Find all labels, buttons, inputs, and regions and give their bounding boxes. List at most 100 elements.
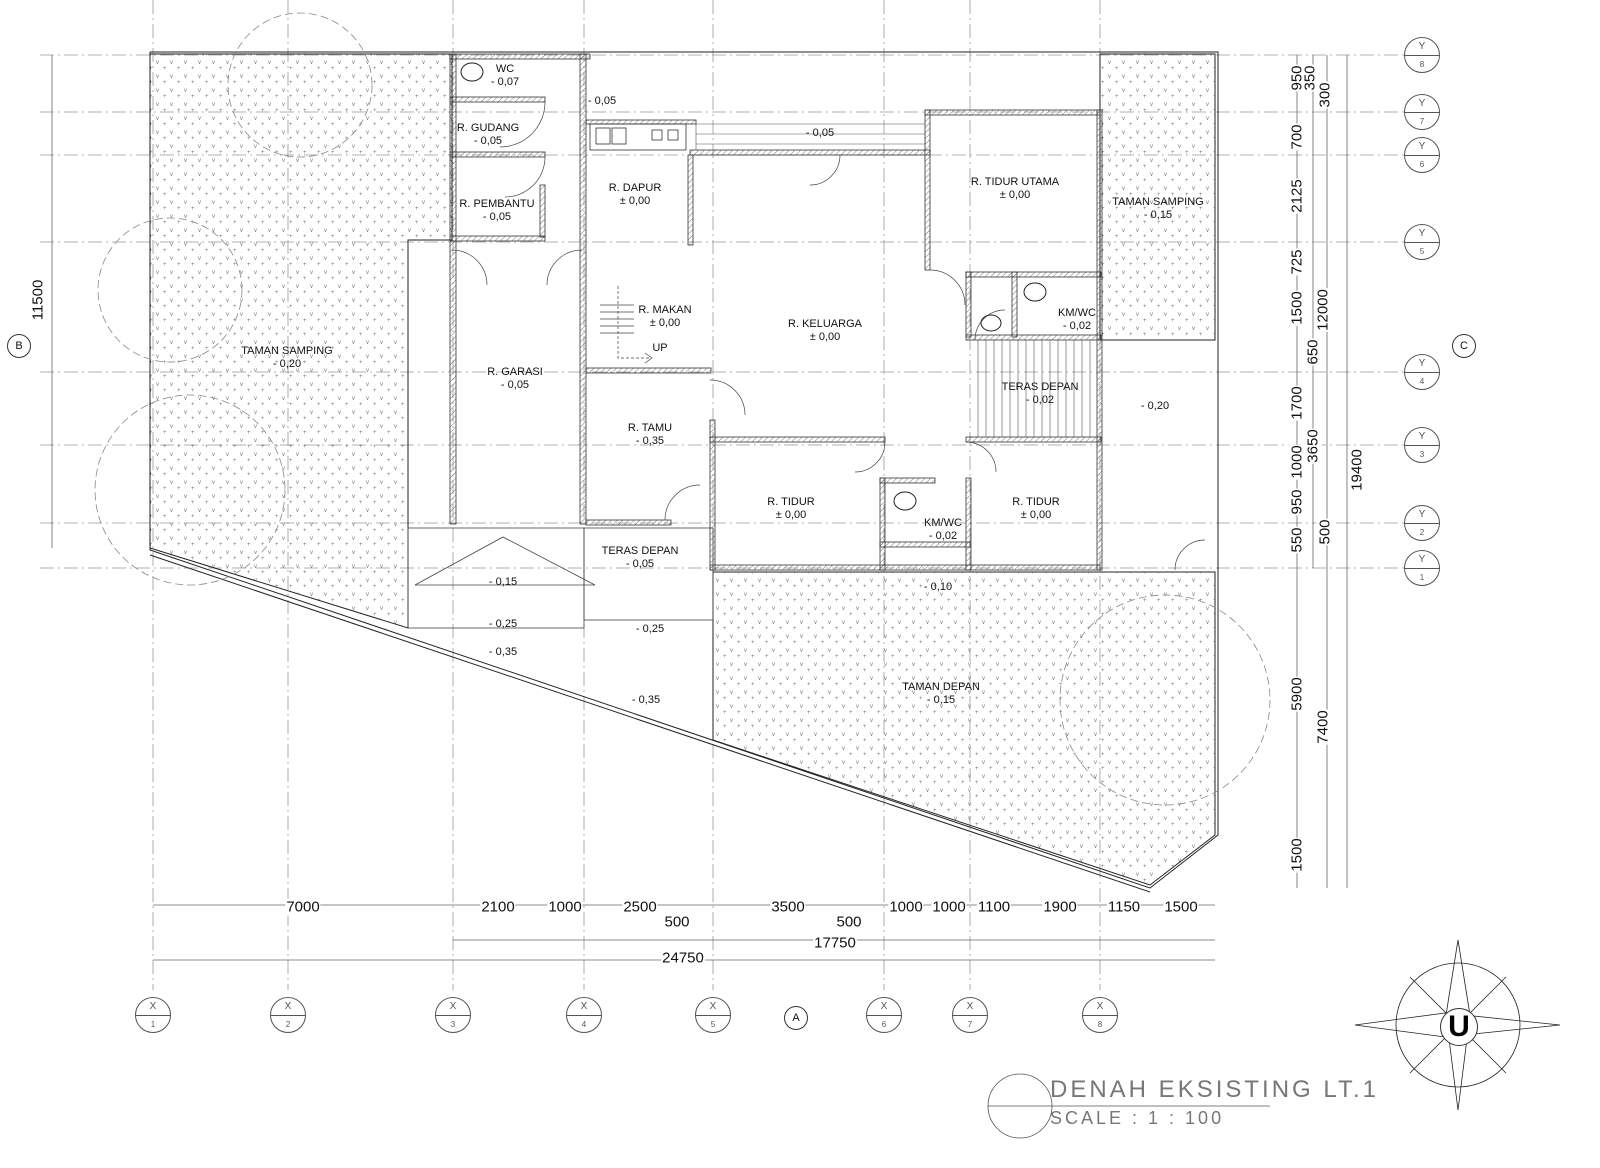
dimension-bottom: 1500 (1163, 898, 1199, 916)
grid-divider (1083, 1015, 1117, 1016)
dimension-right: 1700 (1288, 385, 1306, 421)
room-label-garasi: R. GARASI- 0,05 (487, 366, 543, 392)
grid-divider (1405, 155, 1439, 156)
room-name: R. TIDUR (767, 496, 815, 508)
room-name: R. DAPUR (608, 182, 662, 194)
room-label-pembantu: R. PEMBANTU- 0,05 (459, 198, 534, 224)
grid-number: 2 (1419, 528, 1425, 537)
level-annotation: - 0,05 (805, 127, 835, 139)
dimension-right: 1500 (1288, 837, 1306, 873)
room-level: - 0,05 (473, 135, 503, 147)
level-annotation: - 0,35 (488, 646, 518, 658)
grid-axis: Y (1418, 358, 1426, 369)
grid-divider (696, 1015, 730, 1016)
dimension-right: 700 (1288, 123, 1306, 151)
grid-number: 6 (1419, 160, 1425, 169)
section-mark-a: A (784, 1006, 808, 1030)
grid-axis: Y (1418, 509, 1426, 520)
trees (94, 12, 1271, 806)
room-level: - 0,05 (500, 379, 530, 391)
grid-number: 8 (1097, 1020, 1103, 1029)
front-terrace-stripes (977, 340, 1091, 437)
north-compass-icon: U (1440, 1008, 1478, 1046)
grid-divider (867, 1015, 901, 1016)
room-label-keluarga: R. KELUARGA± 0,00 (788, 318, 862, 344)
room-label-teras-depan-kiri: TERAS DEPAN- 0,05 (602, 545, 679, 571)
room-label-dapur: R. DAPUR± 0,00 (609, 182, 662, 208)
title-symbol (987, 1073, 1270, 1139)
dimension-24750: 24750 (661, 949, 705, 967)
grid-number: 5 (710, 1020, 716, 1029)
dimension-right: 1500 (1288, 290, 1306, 326)
site-boundary (149, 51, 1219, 893)
room-level: ± 0,00 (809, 331, 841, 343)
room-label-tidur-1: R. TIDUR± 0,00 (767, 496, 814, 522)
dimension-bottom: 2100 (480, 898, 516, 916)
grid-divider (1405, 55, 1439, 56)
room-name: R. GUDANG (456, 122, 520, 134)
grid-axis: X (709, 1001, 717, 1012)
room-name: R. TAMU (627, 422, 673, 434)
stair-up-label: UP (652, 342, 668, 354)
dimension-bottom: 1900 (1042, 898, 1078, 916)
section-mark-b: B (7, 334, 31, 358)
carport-outline (407, 527, 714, 629)
room-level: - 0,02 (1062, 320, 1092, 332)
stairs (600, 286, 653, 364)
room-name: R. KELUARGA (788, 318, 862, 330)
dimension-right: 1000 (1288, 444, 1306, 480)
grid-number: 7 (1419, 117, 1425, 126)
grid-divider (1405, 523, 1439, 524)
room-label-makan: R. MAKAN± 0,00 (638, 304, 691, 330)
room-name: TERAS DEPAN (601, 545, 679, 557)
dimension-right: 950 (1288, 488, 1306, 516)
room-label-tidur-utama: R. TIDUR UTAMA± 0,00 (971, 176, 1059, 202)
dimension-bottom: 1000 (547, 898, 583, 916)
dimension-right-overall: 7400 (1314, 709, 1332, 745)
grid-divider (271, 1015, 305, 1016)
room-level: ± 0,00 (1020, 509, 1052, 521)
dimension-bottom-offset: 500 (835, 913, 863, 931)
section-mark-c: C (1452, 334, 1476, 358)
grid-axis: Y (1418, 41, 1426, 52)
room-label-kmwc-bawah: KM/WC- 0,02 (924, 517, 962, 543)
room-level: - 0,15 (926, 694, 956, 706)
room-level: - 0,07 (490, 76, 520, 88)
room-label-taman-depan: TAMAN DEPAN- 0,15 (902, 681, 980, 707)
dimension-17750: 17750 (813, 934, 857, 952)
toilet-fixtures (460, 62, 1047, 511)
room-label-gudang: R. GUDANG- 0,05 (457, 122, 519, 148)
room-label-tamu: R. TAMU- 0,35 (628, 422, 672, 448)
grid-axis: X (149, 1001, 157, 1012)
room-level: ± 0,00 (999, 189, 1031, 201)
dimension-bottom: 1000 (888, 898, 924, 916)
room-name: TAMAN SAMPING (1112, 196, 1204, 208)
grid-divider (1405, 112, 1439, 113)
level-annotation: - 0,10 (923, 581, 953, 593)
grid-divider (953, 1015, 987, 1016)
grid-divider (1405, 568, 1439, 569)
door-swings (451, 101, 1206, 571)
dimension-right: 550 (1288, 526, 1306, 554)
grid-number: 4 (1419, 377, 1425, 386)
room-name: R. TIDUR UTAMA (970, 176, 1060, 188)
grid-number: 1 (150, 1020, 156, 1029)
room-name: R. PEMBANTU (459, 198, 535, 210)
dimension-bottom: 1150 (1106, 898, 1142, 916)
dimension-bottom: 2500 (622, 898, 658, 916)
dimension-right-overall: 19400 (1348, 448, 1366, 492)
room-name: KM/WC (924, 517, 962, 529)
room-name: KM/WC (1058, 307, 1096, 319)
